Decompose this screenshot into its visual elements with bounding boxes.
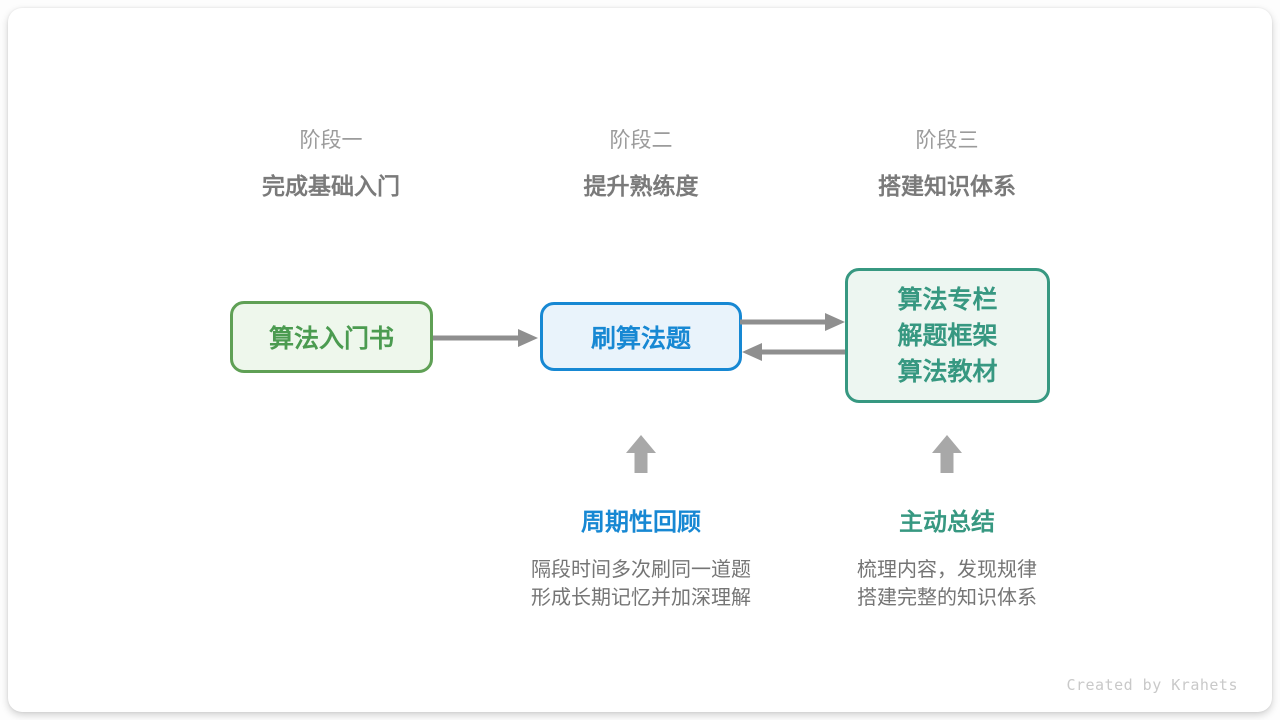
callout-review-desc: 隔段时间多次刷同一道题 形成长期记忆并加深理解 (471, 556, 811, 612)
stage-2-subtitle: 提升熟练度 (583, 173, 699, 199)
callout-summarize-desc-line-1: 梳理内容，发现规律 (857, 559, 1037, 581)
callout-review-desc-line-2: 形成长期记忆并加深理解 (531, 587, 751, 609)
stage-3-subtitle: 搭建知识体系 (878, 173, 1016, 199)
callout-summarize-desc: 梳理内容，发现规律 搭建完整的知识体系 (777, 556, 1117, 612)
node-resources: 算法专栏 解题框架 算法教材 (845, 268, 1050, 403)
node-intro-book-label: 算法入门书 (268, 325, 394, 353)
callout-review-desc-line-1: 隔段时间多次刷同一道题 (531, 559, 751, 581)
credit-text: Created by Krahets (1066, 676, 1238, 694)
callout-summarize: 主动总结 梳理内容，发现规律 搭建完整的知识体系 (777, 508, 1117, 612)
node-resources-line-1: 算法专栏 (897, 285, 998, 314)
stage-1-label: 阶段一 (299, 129, 363, 152)
stage-2-label: 阶段二 (609, 129, 673, 152)
stage-1-subtitle: 完成基础入门 (262, 173, 400, 199)
callout-summarize-title: 主动总结 (899, 509, 995, 536)
node-resources-line-3: 算法教材 (897, 357, 998, 386)
node-intro-book: 算法入门书 (230, 301, 433, 373)
callout-review: 周期性回顾 隔段时间多次刷同一道题 形成长期记忆并加深理解 (471, 508, 811, 612)
stage-2-header: 阶段二 提升熟练度 (491, 128, 791, 200)
node-practice-label: 刷算法题 (590, 324, 691, 353)
callout-review-title: 周期性回顾 (581, 509, 701, 536)
stage-1-header: 阶段一 完成基础入门 (181, 128, 481, 200)
callout-summarize-desc-line-2: 搭建完整的知识体系 (857, 587, 1037, 609)
stage-3-label: 阶段三 (915, 129, 979, 152)
stage-3-header: 阶段三 搭建知识体系 (797, 128, 1097, 200)
node-resources-line-2: 解题框架 (897, 321, 998, 350)
node-practice: 刷算法题 (540, 302, 742, 371)
